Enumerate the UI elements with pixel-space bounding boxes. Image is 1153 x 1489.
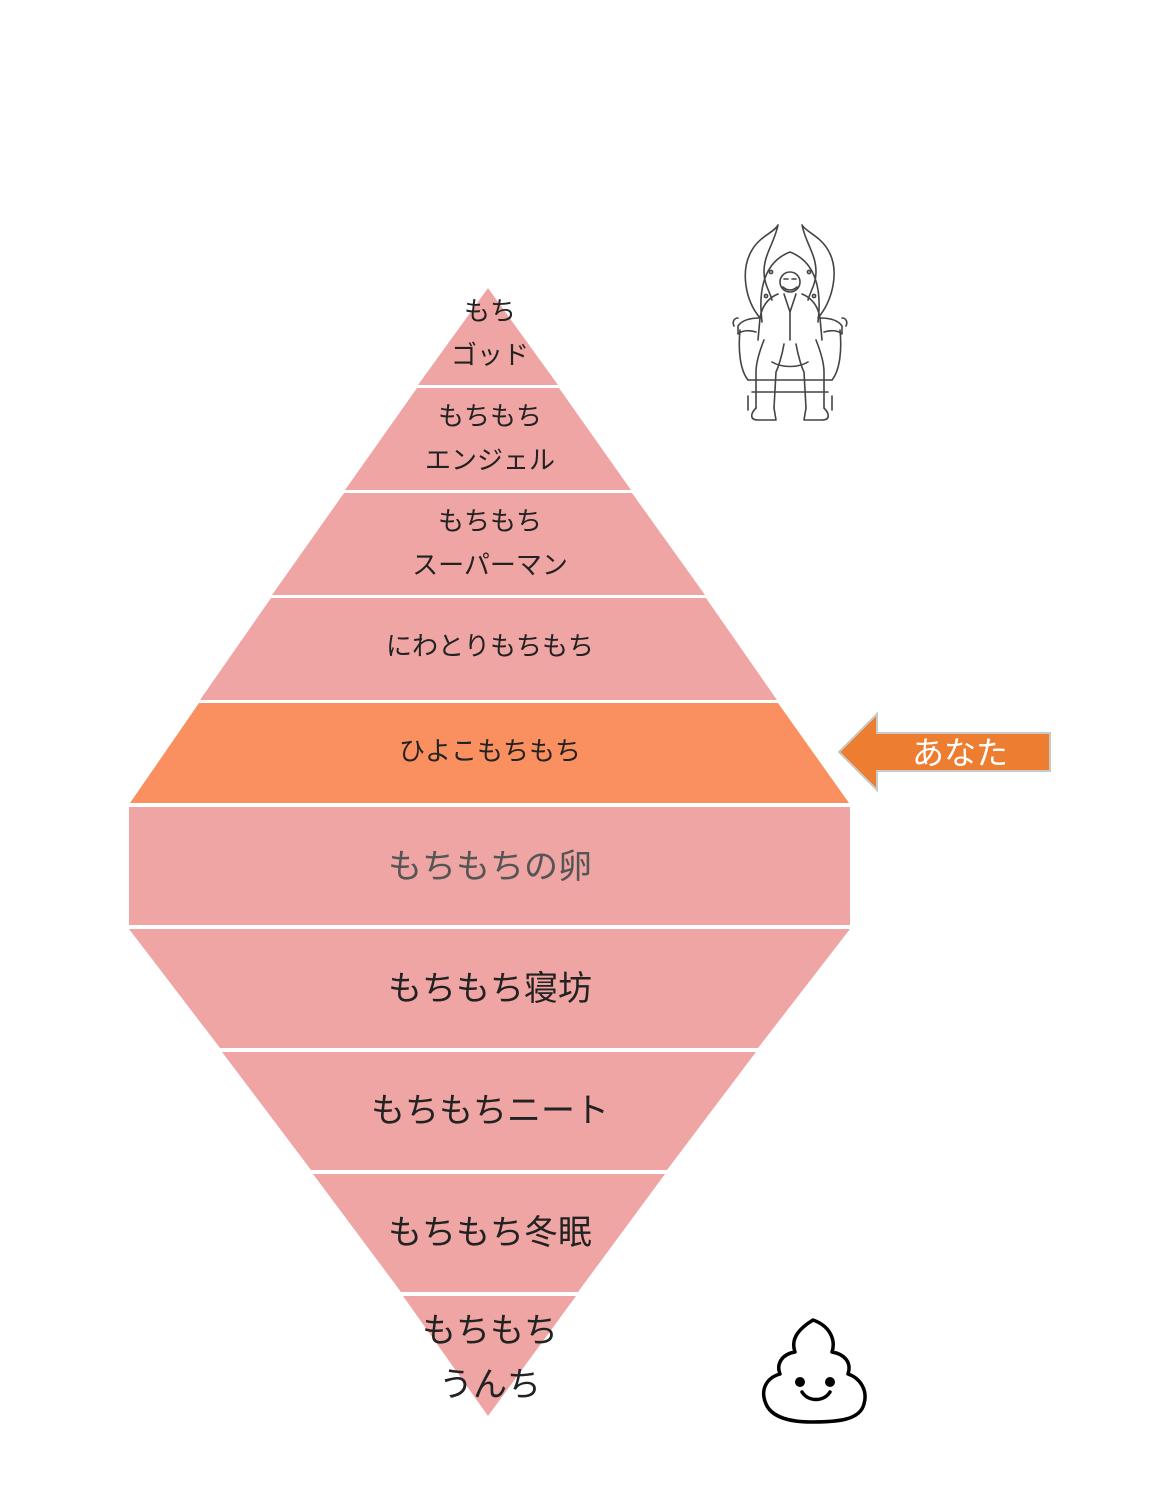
tier-label-1: もち ゴッド <box>290 290 690 378</box>
tier-label-7: もちもち寝坊 <box>388 969 592 1009</box>
tier-4-shape <box>200 598 777 700</box>
poop-icon <box>761 1318 867 1424</box>
you-arrow <box>837 711 1051 793</box>
tier-10-line-1: もちもち <box>422 1311 558 1351</box>
tier-label-5-current: ひよこもちもち <box>398 737 581 767</box>
tier-5-shape <box>130 703 849 803</box>
tier-3-line-1: もちもち <box>437 507 542 537</box>
tier-6-shape <box>129 807 850 925</box>
tier-3-line-2: スーパーマン <box>412 551 568 581</box>
tier-1-shape <box>418 288 558 385</box>
you-marker-label: あなた <box>911 734 1008 772</box>
tier-10-line-2: うんち <box>439 1365 541 1405</box>
tier-label-10: もちもち うんち <box>290 1304 690 1412</box>
tier-label-9: もちもち冬眠 <box>388 1213 592 1253</box>
tier-1-line-2: ゴッド <box>450 341 529 371</box>
tier-1-line-1: もち <box>463 297 516 327</box>
tier-7-shape <box>129 929 850 1048</box>
tier-label-8: もちもちニート <box>371 1091 609 1131</box>
tier-2-line-1: もちもち <box>437 402 542 432</box>
tier-2-line-2: エンジェル <box>424 446 555 476</box>
tier-9-shape <box>313 1174 665 1292</box>
tier-label-6: もちもちの卵 <box>388 847 592 887</box>
tier-3-shape <box>272 493 705 595</box>
tier-label-4: にわとりもちもち <box>385 632 594 662</box>
tier-2-shape <box>345 388 631 490</box>
tier-label-3: もちもち スーパーマン <box>290 500 690 588</box>
tier-label-2: もちもち エンジェル <box>290 395 690 483</box>
king-on-throne-icon <box>732 224 848 421</box>
tier-8-shape <box>222 1052 756 1170</box>
tier-10-shape <box>403 1296 576 1416</box>
